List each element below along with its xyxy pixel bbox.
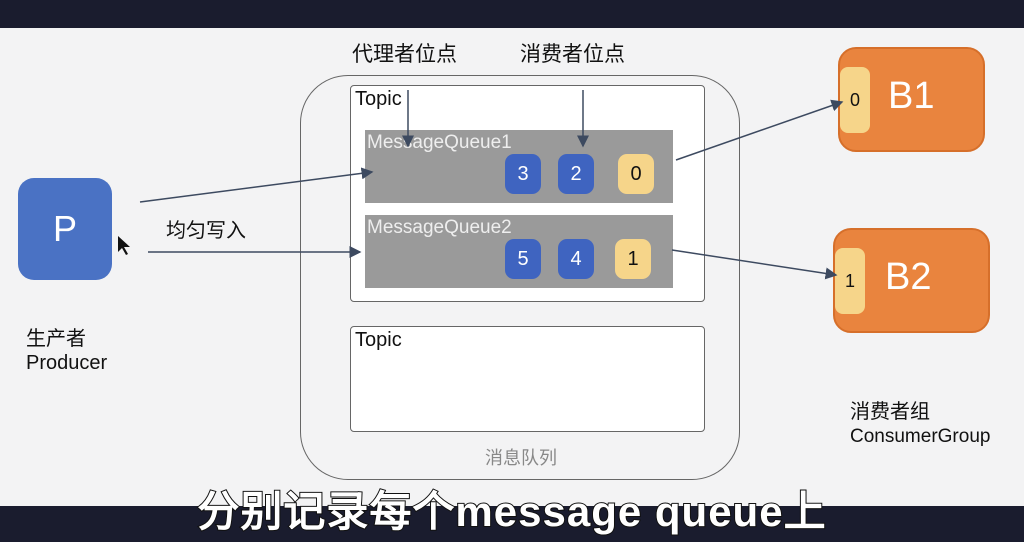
- arrow-producer-mq1: [139, 167, 374, 203]
- broker-label: B1: [888, 75, 935, 117]
- topic-label: Topic: [355, 88, 402, 110]
- broker-offset-label: 代理者位点: [352, 43, 457, 66]
- video-bottom-bar: [0, 506, 1024, 542]
- topic-box-2: Topic: [350, 326, 705, 432]
- topic-box-1: Topic MessageQueue1 3 2 0 MessageQueue2 …: [350, 85, 705, 302]
- consumer-group-cn-label: 消费者组: [850, 401, 930, 423]
- topic-label: Topic: [355, 329, 402, 351]
- broker-label: B2: [885, 256, 932, 298]
- broker-b1: 0 B1: [838, 47, 985, 152]
- arrow-mq2-b2: [671, 249, 838, 280]
- queue-cell: 0: [618, 154, 654, 194]
- queue-cell: 1: [615, 239, 651, 279]
- producer-en-label: Producer: [26, 352, 108, 374]
- queue-cell: 5: [505, 239, 541, 279]
- mouse-cursor-icon: [118, 236, 130, 255]
- video-top-bar: [0, 0, 1024, 28]
- queue-cell: 3: [505, 154, 541, 194]
- broker-offset-cell: 1: [835, 248, 865, 314]
- video-subtitle: 分别记录每个message queue上: [196, 487, 827, 536]
- broker-b2: 1 B2: [833, 228, 990, 333]
- message-queue-container: [300, 75, 740, 480]
- producer-label: P: [52, 208, 77, 249]
- queue-label: MessageQueue2: [367, 217, 512, 238]
- queue-cell: 2: [558, 154, 594, 194]
- consumer-group-en-label: ConsumerGroup: [850, 426, 991, 447]
- consumer-offset-label: 消费者位点: [520, 43, 625, 66]
- broker-offset-cell: 0: [840, 67, 870, 133]
- producer-node: P: [18, 178, 112, 280]
- even-write-label: 均匀写入: [166, 220, 246, 242]
- queue-cell: 4: [558, 239, 594, 279]
- producer-cn-label: 生产者: [26, 328, 86, 350]
- arrow-mq1-b1: [675, 99, 844, 161]
- message-queue-1: MessageQueue1 3 2 0: [365, 130, 673, 203]
- message-queue-label: 消息队列: [485, 448, 557, 468]
- message-queue-2: MessageQueue2 5 4 1: [365, 215, 673, 288]
